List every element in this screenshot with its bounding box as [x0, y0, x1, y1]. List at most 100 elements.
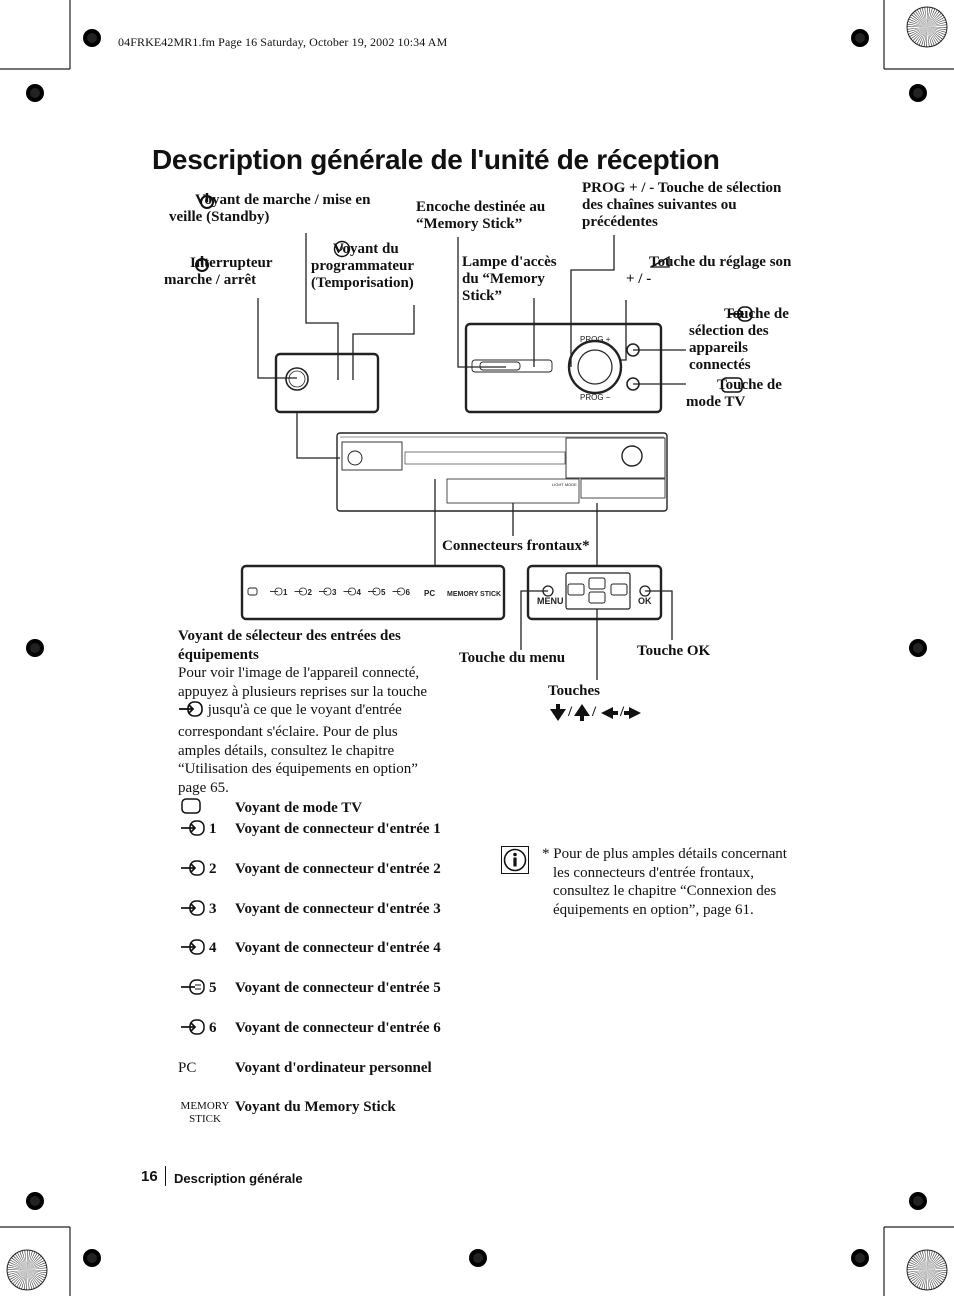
indicator-key: PC [178, 1060, 197, 1076]
registration-target [909, 1192, 927, 1210]
prog-dial-drawing [567, 339, 623, 395]
callout-tv-mode-button: Touche de mode TV [686, 377, 782, 410]
rosette-mark [906, 6, 948, 48]
selector-heading: Voyant de sélecteur des entrées des équi… [178, 628, 401, 663]
registration-target [26, 639, 44, 657]
page-number: 16 [141, 1168, 158, 1185]
control-panel-zoom [464, 322, 663, 414]
indicator-label: Voyant de connecteur d'entrée 2 [235, 861, 441, 877]
volume-icon [627, 255, 670, 273]
input-icon [180, 979, 206, 1000]
tv-mode-icon [180, 798, 202, 819]
indicator-label: Voyant de connecteur d'entrée 5 [235, 980, 441, 996]
strip-input-number: 1 [283, 588, 288, 597]
indicator-label: Voyant de mode TV [235, 800, 363, 816]
footer-divider [165, 1166, 166, 1186]
input-icon [180, 860, 206, 881]
info-icon [501, 846, 529, 879]
input-select-icon [693, 306, 754, 327]
svg-text:/: / [567, 704, 573, 720]
footer-section-name: Description générale [174, 1171, 303, 1186]
callout-ok-button: Touche OK [637, 643, 711, 659]
rosette-mark [906, 1249, 948, 1291]
callout-input-select-button: Touche de sélection des appareils connec… [689, 306, 789, 373]
strip-input-number: 3 [332, 588, 337, 597]
registration-target [851, 1249, 869, 1267]
menu-panel-label: MENU [537, 596, 564, 606]
prog-minus-label: PROG − [580, 393, 611, 402]
strip-pc-label: PC [424, 589, 435, 598]
file-header: 04FRKE42MR1.fm Page 16 Saturday, October… [118, 35, 448, 49]
strip-memory-stick-label: MEMORY STICK [447, 591, 501, 598]
registration-target [83, 29, 101, 47]
registration-target [851, 29, 869, 47]
strip-input-number: 2 [308, 588, 313, 597]
strip-input-number: 5 [381, 588, 386, 597]
input-icon [180, 939, 206, 960]
input-icon [180, 820, 206, 841]
menu-panel-zoom [526, 564, 663, 621]
selector-body: Pour voir l'image de l'appareil connecté… [178, 665, 428, 796]
callout-memory-stick-slot: Encoche destinée au “Memory Stick” [416, 199, 546, 232]
svg-text:/: / [619, 704, 625, 720]
footnote-text: * Pour de plus amples détails concernant… [542, 846, 787, 918]
indicator-label: Voyant de connecteur d'entrée 3 [235, 901, 441, 917]
registration-target [909, 84, 927, 102]
registration-target [26, 1192, 44, 1210]
selector-description: Voyant de sélecteur des entrées des équi… [178, 627, 443, 797]
strip-tv-icon [247, 587, 258, 596]
svg-text:/: / [591, 704, 597, 720]
indicator-key: MEMORY STICK [180, 1100, 230, 1125]
input-select-icon [178, 701, 204, 723]
arrow-right-icon [624, 707, 641, 719]
strip-input-icon [368, 587, 381, 596]
callout-menu-button: Touche du menu [459, 650, 566, 666]
strip-input-icon [319, 587, 332, 596]
callout-prog-buttons: PROG + / - Touche de sélection des chaîn… [582, 180, 782, 230]
indicator-label: Voyant de connecteur d'entrée 4 [235, 940, 441, 956]
input-icon [180, 1019, 206, 1040]
input-strip-icons: 1 2 3 4 5 6 [247, 587, 411, 597]
prog-plus-label: PROG + [580, 335, 611, 344]
strip-input-icon [270, 587, 283, 596]
registration-target [26, 84, 44, 102]
page-title: Description générale de l'unité de récep… [152, 144, 720, 175]
arrow-down-icon [550, 704, 566, 721]
standby-icon [172, 192, 216, 215]
indicator-label: Voyant du Memory Stick [235, 1099, 396, 1115]
arrow-buttons-label: Touches [548, 683, 600, 699]
indicator-label: Voyant de connecteur d'entrée 1 [235, 821, 441, 837]
power-switch-drawing [285, 367, 309, 391]
strip-input-number: 4 [357, 588, 362, 597]
callout-arrow-buttons: Touches / / / [548, 683, 658, 728]
strip-input-number: 6 [406, 588, 411, 597]
registration-target [909, 639, 927, 657]
receiver-front-drawing [336, 432, 668, 512]
indicator-label: Voyant de connecteur d'entrée 6 [235, 1020, 441, 1036]
callout-power-switch: Interrupteur marche / arrêt [164, 255, 273, 288]
callout-standby-indicator: Voyant de marche / mise en veille (Stand… [169, 192, 371, 225]
arrow-icons: / / / [548, 703, 658, 728]
callout-front-connectors: Connecteurs frontaux* [442, 538, 590, 554]
callout-timer-indicator: Voyant du programmateur (Temporisation) [311, 240, 414, 291]
power-panel-zoom [274, 352, 380, 414]
light-mode-label: LIGHT MODE [552, 482, 577, 487]
callout-volume-button: Touche du réglage son + / - [626, 254, 792, 287]
callout-access-lamp: Lampe d'accès du “Memory Stick” [462, 254, 557, 304]
input-icon [180, 900, 206, 921]
strip-input-icon [343, 587, 356, 596]
strip-input-icon [294, 587, 307, 596]
arrow-up-icon [574, 704, 590, 721]
leader-lines [257, 233, 686, 680]
registration-target [83, 1249, 101, 1267]
indicator-label: Voyant d'ordinateur personnel [235, 1060, 432, 1076]
timer-icon [311, 240, 351, 263]
power-icon [167, 255, 211, 278]
ok-panel-label: OK [638, 596, 652, 606]
input-indicator-strip-zoom [240, 564, 506, 621]
arrow-left-icon [601, 707, 618, 719]
tv-mode-icon [689, 377, 744, 398]
strip-input-icon [392, 587, 405, 596]
